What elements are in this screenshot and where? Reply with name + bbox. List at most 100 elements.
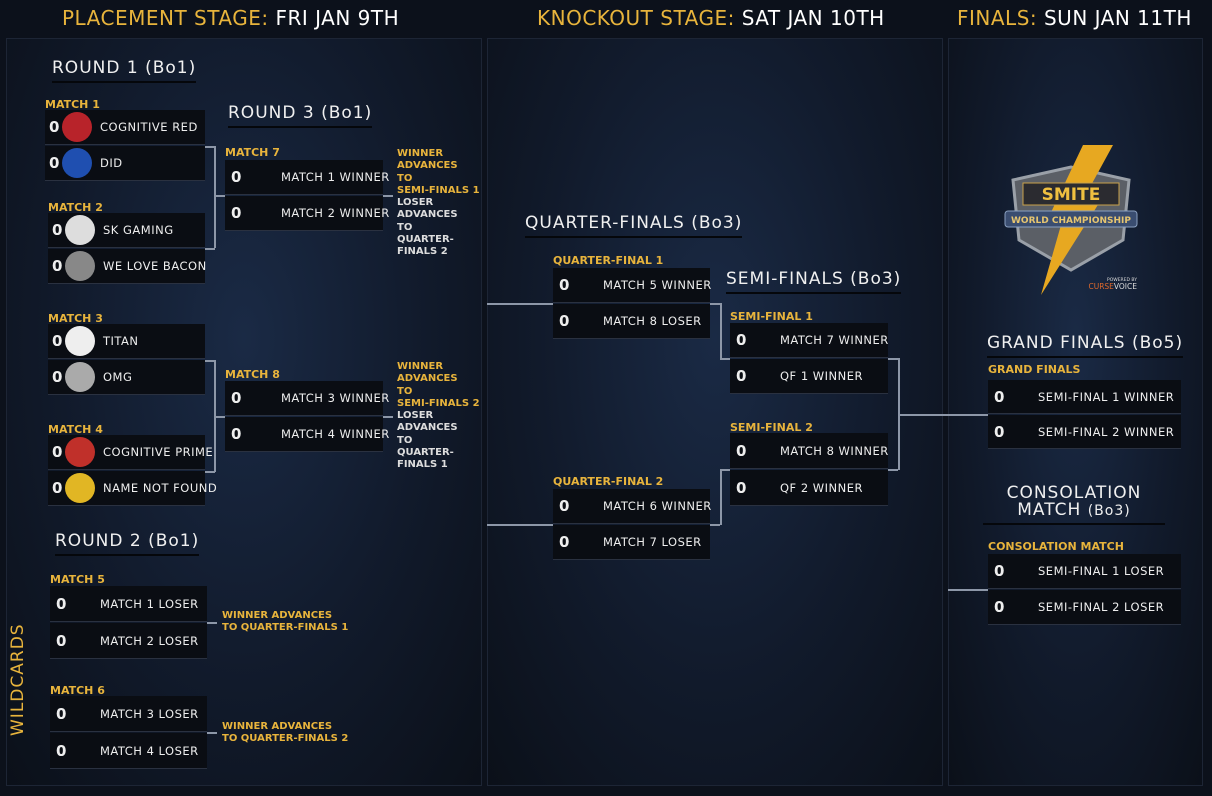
team-score: 0 xyxy=(52,443,63,461)
cognitive-prime-logo xyxy=(65,437,95,467)
stage-label: PLACEMENT STAGE: xyxy=(62,6,269,30)
sf2-label: SEMI-FINAL 2 xyxy=(730,421,813,434)
round2-heading: ROUND 2 (Bo1) xyxy=(55,531,200,556)
team-score: 0 xyxy=(231,425,242,443)
sf2-team-row[interactable]: 0 MATCH 8 WINNER xyxy=(730,433,888,469)
team-name: COGNITIVE PRIME xyxy=(103,445,214,459)
team-score: 0 xyxy=(52,368,63,386)
sf1-label: SEMI-FINAL 1 xyxy=(730,310,813,323)
winner-note-line: SEMI-FINALS 2 xyxy=(397,397,480,409)
svg-text:WORLD CHAMPIONSHIP: WORLD CHAMPIONSHIP xyxy=(1011,216,1131,226)
m3-team-row[interactable]: 0 TITAN xyxy=(48,324,205,359)
bracket-connector xyxy=(383,416,393,418)
team-name: SEMI-FINAL 2 WINNER xyxy=(1038,424,1175,439)
loser-note-line: FINALS 2 xyxy=(397,246,448,258)
team-score: 0 xyxy=(49,118,60,136)
team-name: MATCH 2 WINNER xyxy=(281,206,390,220)
svg-text:POWERED BY: POWERED BY xyxy=(1107,277,1137,283)
team-score: 0 xyxy=(736,331,747,349)
qf2-label: QUARTER-FINAL 2 xyxy=(553,475,664,488)
we-love-bacon-logo xyxy=(65,251,95,281)
placement-stage-header: PLACEMENT STAGE: FRI JAN 9TH xyxy=(62,6,399,30)
team-score: 0 xyxy=(994,422,1005,441)
team-name: QF 1 WINNER xyxy=(780,369,864,383)
winner-note-line: WINNER xyxy=(397,361,444,372)
m4-team-row[interactable]: 0 COGNITIVE PRIME xyxy=(48,435,213,470)
team-score: 0 xyxy=(736,367,747,385)
bracket-connector xyxy=(888,358,898,360)
bracket-connector xyxy=(710,303,720,305)
team-score: 0 xyxy=(559,276,570,294)
loser-note-line: TO xyxy=(397,221,413,233)
team-name: MATCH 3 WINNER xyxy=(281,391,390,405)
wildcards-label: WILDCARDS xyxy=(8,623,28,737)
bracket-connector xyxy=(720,469,730,471)
team-name: TITAN xyxy=(103,334,139,348)
bracket-connector xyxy=(720,358,730,360)
team-name: MATCH 7 WINNER xyxy=(780,333,889,347)
team-score: 0 xyxy=(56,631,67,650)
m8-label: MATCH 8 xyxy=(225,368,280,381)
grandfinals-heading: GRAND FINALS (Bo5) xyxy=(987,333,1184,358)
sf1-team-row[interactable]: 0 MATCH 7 WINNER xyxy=(730,323,888,358)
winner-note-line: SEMI-FINALS 1 xyxy=(397,184,480,196)
team-score: 0 xyxy=(52,479,63,497)
round3-heading: ROUND 3 (Bo1) xyxy=(228,103,373,128)
cognitive-red-logo xyxy=(62,112,92,142)
semifinals-heading: SEMI-FINALS (Bo3) xyxy=(726,269,902,294)
winner-note-line: TO QUARTER-FINALS 1 xyxy=(222,622,349,634)
team-name: MATCH 4 LOSER xyxy=(100,743,199,758)
bracket-connector xyxy=(898,414,988,416)
bracket-connector xyxy=(487,303,553,305)
loser-note-line: ADVANCES xyxy=(397,422,458,434)
winner-note-line: TO xyxy=(397,385,413,397)
m1-label: MATCH 1 xyxy=(45,98,100,111)
bracket-connector xyxy=(720,469,722,525)
loser-note-line: ADVANCES xyxy=(397,209,458,221)
smite-world-championship-logo: SMITE WORLD CHAMPIONSHIP POWERED BY CURS… xyxy=(1003,145,1139,295)
bracket-connector xyxy=(383,195,393,197)
bracket-connector xyxy=(214,146,216,248)
lightning-bolt-icon: SMITE WORLD CHAMPIONSHIP POWERED BY CURS… xyxy=(1004,145,1138,295)
round1-heading: ROUND 1 (Bo1) xyxy=(52,58,197,83)
team-name: MATCH 8 WINNER xyxy=(780,443,889,458)
team-score: 0 xyxy=(52,221,63,239)
svg-text:CURSEVOICE: CURSEVOICE xyxy=(1088,282,1137,291)
stage-date: FRI JAN 9TH xyxy=(275,6,400,30)
loser-note-line: FINALS 1 xyxy=(397,459,448,471)
team-score: 0 xyxy=(52,332,63,350)
gf-team-row[interactable]: 0 SEMI-FINAL 2 WINNER xyxy=(988,415,1181,449)
loser-note-line: LOSER xyxy=(397,410,434,422)
m2-label: MATCH 2 xyxy=(48,201,103,214)
team-score: 0 xyxy=(736,441,747,460)
m3-label: MATCH 3 xyxy=(48,312,103,325)
sf1-team-row[interactable]: 0 QF 1 WINNER xyxy=(730,359,888,394)
name-not-found-logo xyxy=(65,473,95,503)
team-score: 0 xyxy=(559,312,570,330)
